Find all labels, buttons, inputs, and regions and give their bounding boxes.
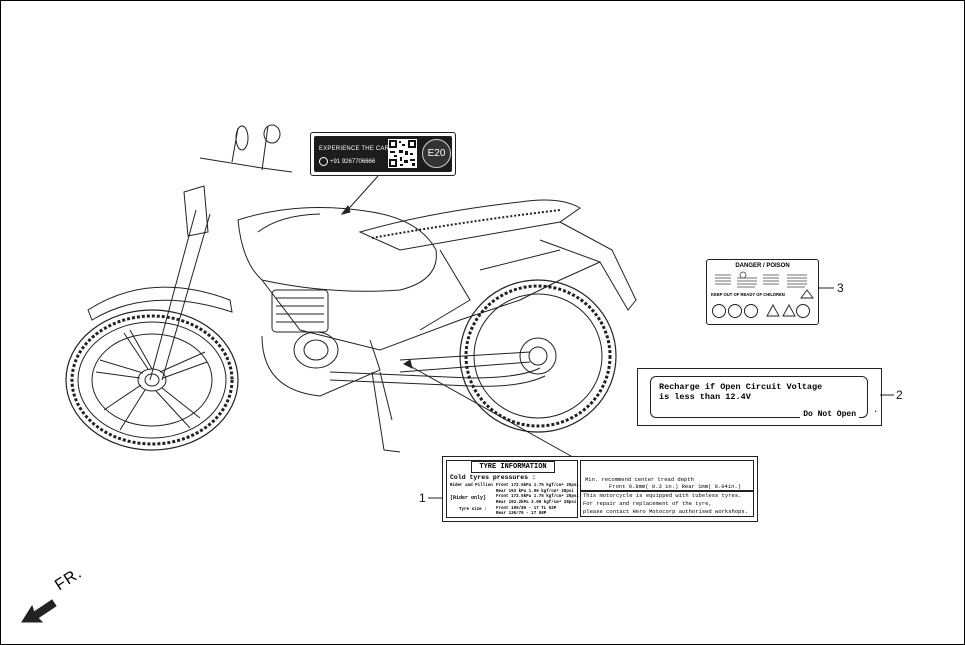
tubeless-line-1: This motorcycle is equipped with tubeles… (583, 492, 742, 499)
frame-lines (261, 261, 601, 351)
tyre-size-front: Front 100/80 - 17 TL 52P (496, 507, 557, 511)
danger-fine-print (715, 271, 807, 288)
danger-title: DANGER / POISON (735, 263, 790, 269)
callout-3: 3 (837, 281, 844, 295)
tubeless-line-2: For repair and replacement of the tyre, (583, 500, 712, 507)
tyre-information-label: TYRE INFORMATION Cold tyres pressures : … (442, 456, 758, 522)
battery-dot: . (873, 406, 878, 415)
handlebar (199, 125, 293, 173)
corrosive-icon (766, 304, 780, 317)
front-fork (149, 209, 211, 381)
tread-heading: Min. recommend center tread depth (585, 476, 694, 483)
tread-depth-panel: Min. recommend center tread depth Front … (580, 460, 754, 491)
side-stand (371, 371, 401, 453)
explosive-icon (782, 304, 796, 317)
left-mirror (235, 125, 249, 151)
e20-label-panel: EXPERIENCE THE CARE +91 9267706666 E20 (314, 136, 452, 172)
swingarm (399, 351, 531, 373)
whatsapp-icon (319, 157, 328, 166)
battery-voltage-panel: Recharge if Open Circuit Voltage is less… (650, 376, 868, 419)
e20-slogan: EXPERIENCE THE CARE (319, 146, 394, 152)
eye-protection-icon (728, 304, 742, 318)
cold-pressures-heading: Cold tyres pressures : (450, 474, 536, 481)
rider-pillion-front: Front 172.5kPa 1.75 kgf/cm² 25psi (496, 484, 579, 488)
exhaust (329, 367, 541, 379)
rider-only-label: [Rider only] (450, 495, 487, 501)
e20-phone: +91 9267706666 (330, 159, 376, 166)
rider-pillion-label: Rider and Pillion (450, 484, 493, 488)
rear-fender (539, 221, 637, 311)
rider-only-rear: Rear 193.2kPa 2.00 kgf/cm² 28psi (496, 501, 577, 505)
qr-code-icon (388, 139, 417, 168)
rider-pillion-rear: Rear 193 kPa 1.96 kgf/cm² 28psi (496, 490, 574, 494)
front-fender (87, 286, 233, 321)
engine (261, 289, 381, 397)
callout-2: 2 (896, 388, 903, 402)
tubeless-line-3: please contact Hero Motocorp authorised … (583, 508, 749, 515)
tyre-size-label: Tyre size : (459, 508, 487, 512)
read-manual-icon (796, 304, 810, 318)
keep-children-away-icon (744, 304, 758, 318)
tyre-title: TYRE INFORMATION (471, 461, 555, 473)
rider-only-front: Front 172.5kPa 1.75 kgf/cm² 25psi (496, 495, 579, 499)
e20-label: EXPERIENCE THE CARE +91 9267706666 E20 (310, 132, 456, 176)
no-flame-icon (712, 304, 726, 318)
recycle-icon (800, 289, 814, 299)
right-mirror (263, 124, 281, 144)
front-direction-arrow-icon (21, 599, 57, 623)
battery-danger-label: DANGER / POISON KEEP OUT OF READY OF CHI… (706, 259, 819, 325)
battery-line-1: Recharge if Open Circuit Voltage (659, 382, 823, 392)
e20-badge: E20 (422, 139, 451, 168)
battery-voltage-label: Recharge if Open Circuit Voltage is less… (637, 368, 882, 426)
rear-wheel (459, 279, 617, 433)
tread-values: Front 0.8mm( 0.3 in.) Rear 1mm( 0.04in.) (609, 483, 742, 490)
battery-line-2: is less than 12.4V (659, 392, 751, 402)
tyre-pressure-panel: TYRE INFORMATION Cold tyres pressures : … (446, 460, 579, 518)
do-not-open-text: Do Not Open (800, 410, 859, 419)
e20-phone-row: +91 9267706666 (319, 157, 375, 166)
hazard-triangles (766, 289, 814, 317)
tubeless-panel: This motorcycle is equipped with tubeles… (580, 491, 754, 517)
fuel-tank (237, 207, 437, 292)
leader-e20 (343, 175, 379, 215)
front-wheel (65, 309, 239, 451)
callout-1: 1 (419, 491, 426, 505)
danger-warning-text: KEEP OUT OF READY OF CHILDREN (711, 292, 785, 297)
seat (358, 199, 581, 251)
tyre-size-rear: Rear 130/70 - 17 58P (496, 512, 547, 516)
headlight (183, 185, 209, 237)
